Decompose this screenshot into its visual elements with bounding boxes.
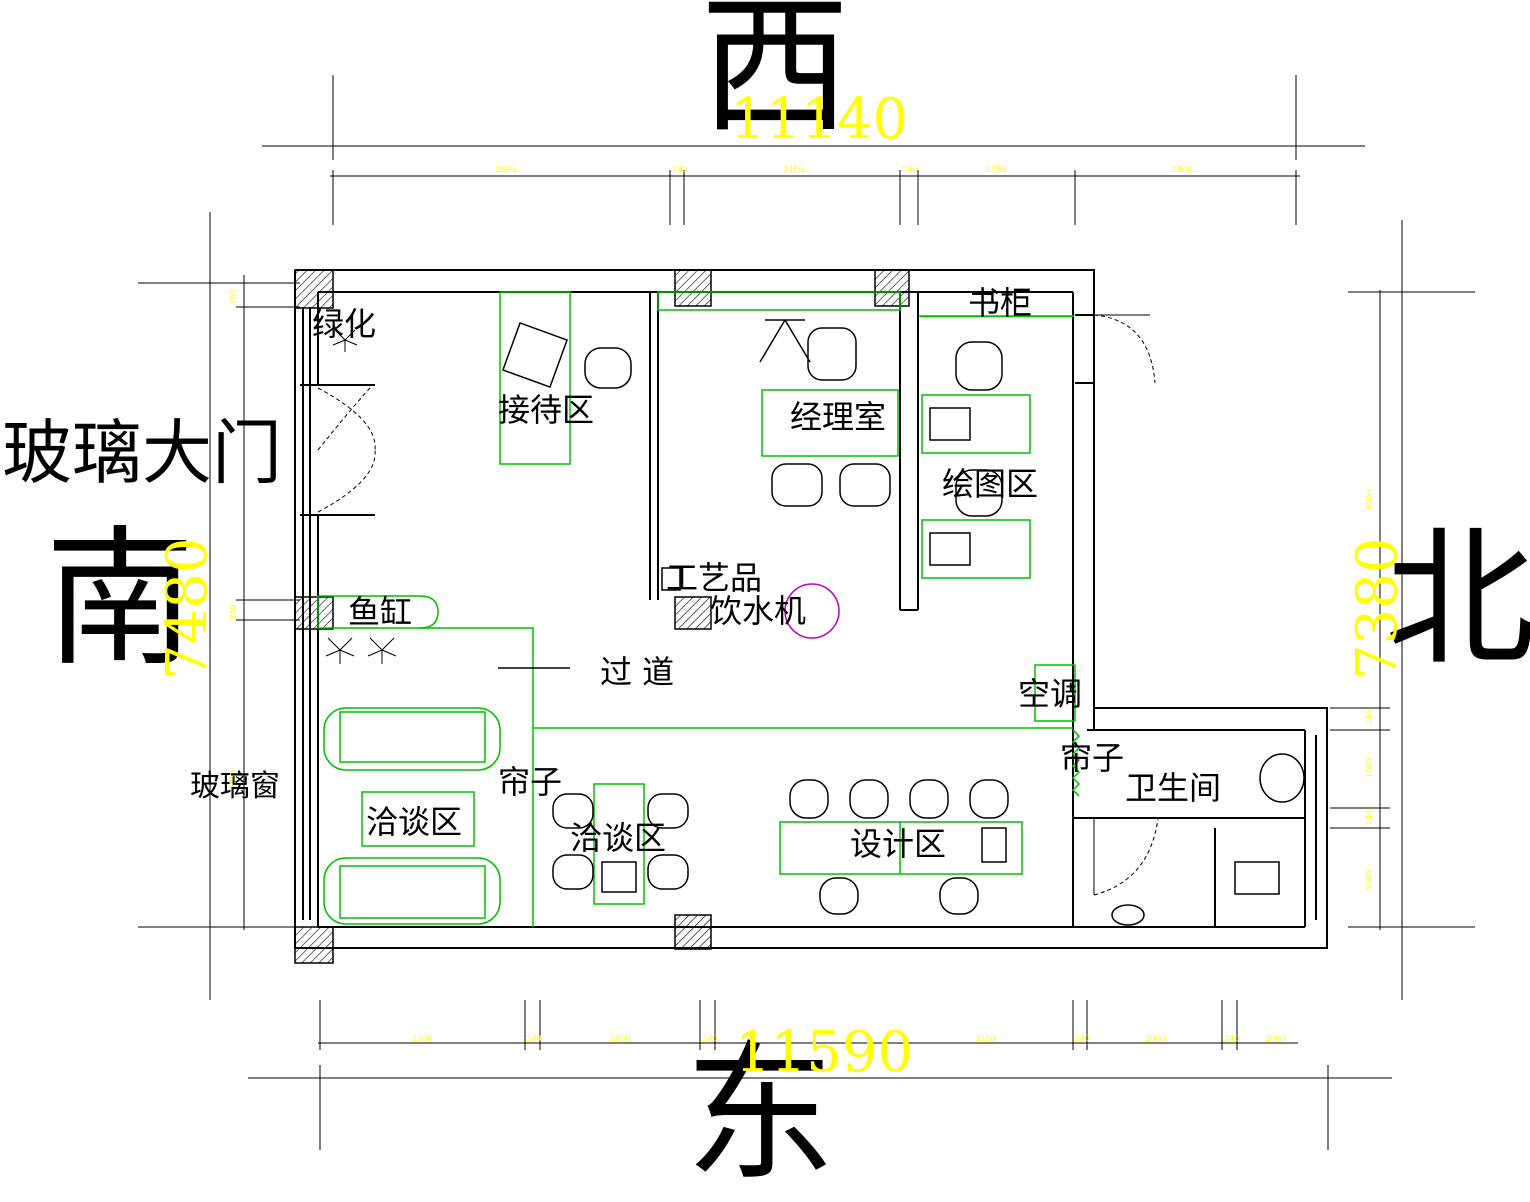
dim-bottom-seg: 2500 — [412, 1034, 433, 1043]
dim-bottom-seg: 3250 — [975, 1034, 996, 1043]
label-curtain-2: 帘子 — [1060, 739, 1125, 777]
furniture — [317, 291, 1076, 927]
dim-bottom-seg: 240 — [1074, 1034, 1090, 1043]
direction-north: 北 — [1385, 513, 1530, 687]
dim-top-seg: 1750 — [985, 165, 1006, 174]
dim-left-seg: 300 — [229, 289, 238, 305]
direction-west: 西 — [700, 0, 851, 154]
dim-bottom-seg: 2000 — [610, 1034, 631, 1043]
dim-left-overall: 7480 — [155, 537, 220, 680]
dim-bottom-seg: 240 — [702, 1034, 718, 1043]
water-dispenser-marker — [784, 583, 840, 639]
label-water-dispenser: 饮水机 — [710, 592, 807, 630]
curtains — [1071, 729, 1081, 797]
label-negotiation-1: 洽谈区 — [366, 803, 463, 841]
label-greenery: 绿化 — [312, 305, 377, 343]
chairs — [498, 319, 1305, 926]
direction-east: 东 — [685, 1028, 836, 1202]
label-manager-room: 经理室 — [790, 398, 887, 436]
columns — [294, 269, 910, 964]
dim-right-seg: 4000 — [1365, 489, 1374, 510]
dim-right-seg: 2000 — [1365, 869, 1374, 890]
label-reception: 接待区 — [498, 391, 595, 429]
dim-top-seg: 2400 — [783, 165, 804, 174]
doors — [317, 314, 1159, 896]
dim-bottom-seg: 240 — [1224, 1034, 1240, 1043]
label-bookcase: 书柜 — [968, 284, 1033, 322]
label-fish-tank: 鱼缸 — [348, 593, 413, 631]
dim-right-overall: 7380 — [1345, 537, 1410, 680]
dim-top-seg: 2800 — [495, 165, 516, 174]
label-crafts: 工艺品 — [666, 559, 763, 597]
dim-left-seg: 240 — [229, 604, 238, 620]
dim-right-seg: 240 — [1365, 809, 1374, 825]
plants — [325, 329, 397, 664]
label-bathroom: 卫生间 — [1125, 769, 1222, 807]
label-glass-window: 玻璃窗 — [190, 769, 280, 804]
label-ac: 空调 — [1018, 675, 1083, 713]
label-negotiation-2: 洽谈区 — [570, 819, 667, 857]
label-design-area: 设计区 — [850, 825, 947, 863]
label-corridor: 过 道 — [600, 653, 675, 691]
dim-bottom-seg: 240 — [526, 1034, 542, 1043]
dim-bottom-seg: 2000 — [1265, 1034, 1286, 1043]
dim-right-seg: 1000 — [1365, 757, 1374, 778]
dim-right-seg: 240 — [1365, 709, 1374, 725]
dim-top-seg: 240 — [672, 165, 688, 174]
dim-top-seg: 240 — [902, 165, 918, 174]
dim-bottom-overall: 11590 — [735, 1020, 914, 1085]
dimension-lines — [138, 75, 1475, 1150]
label-curtain-1: 帘子 — [498, 763, 563, 801]
label-glass-door: 玻璃大门 — [2, 412, 282, 494]
label-drawing-area: 绘图区 — [942, 465, 1039, 503]
dim-bottom-seg: 2000 — [1145, 1034, 1166, 1043]
dim-top-overall: 11140 — [730, 87, 909, 152]
direction-south: 南 — [45, 513, 196, 687]
dim-top-seg: 2500 — [1172, 165, 1193, 174]
